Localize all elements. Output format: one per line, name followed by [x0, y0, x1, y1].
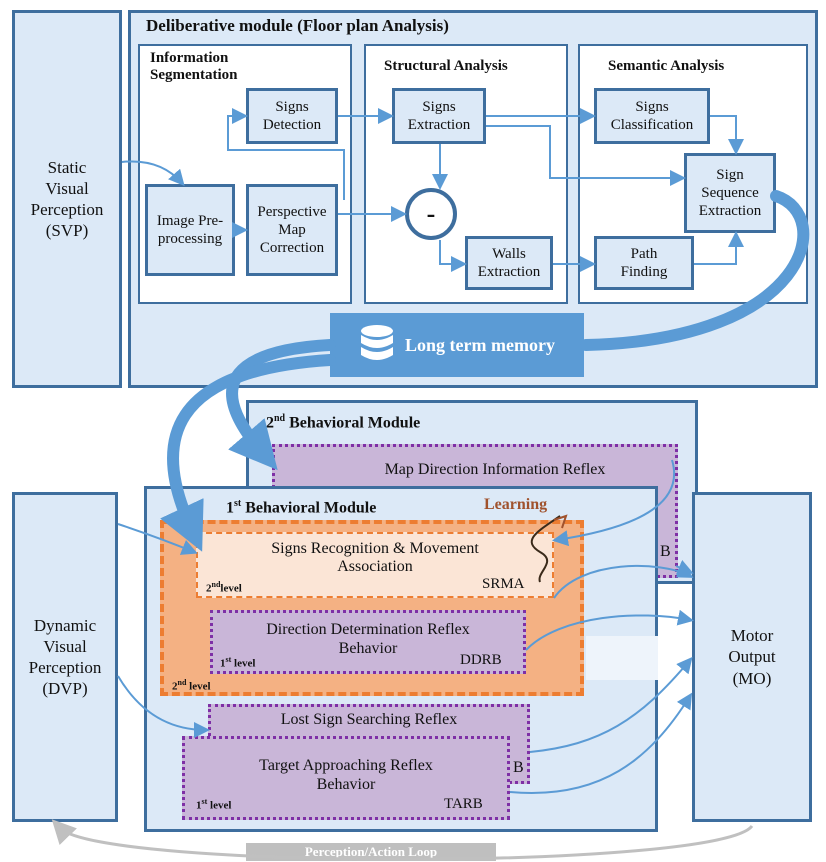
deliberative-title: Deliberative module (Floor plan Analysis… — [146, 16, 449, 35]
signs-detection-node: Signs Detection — [246, 88, 338, 144]
tarb-level-word: level — [207, 799, 232, 812]
structural-title: Structural Analysis — [384, 58, 508, 74]
svp-line3: Perception — [30, 200, 104, 219]
sign-sequence-line2: Sequence — [701, 185, 759, 201]
perception-action-loop-label: Perception/Action Loop — [246, 843, 496, 861]
tarb-level-sup: st — [201, 797, 208, 806]
srma-level-word: level — [220, 582, 242, 595]
semantic-title: Semantic Analysis — [608, 58, 725, 74]
svp-line2: Visual — [45, 178, 89, 198]
svp-line4: (SVP) — [45, 221, 89, 241]
b1-num: 1 — [226, 499, 234, 517]
perspective-line3: Correction — [259, 240, 325, 256]
srma-box — [196, 532, 554, 598]
sign-sequence-line1: Sign — [716, 167, 744, 183]
long-term-memory-label: Long term memory — [405, 334, 555, 355]
behavioral-module-2-title: 2nd Behavioral Module — [266, 413, 420, 432]
sign-sequence-node: Sign Sequence Extraction — [684, 153, 776, 233]
ddrb-level-word: level — [231, 657, 256, 670]
info-seg-title-line1: Information — [150, 50, 229, 66]
tarb-level: 1st level — [196, 797, 231, 812]
database-icon — [361, 325, 394, 360]
svp-line1: Static — [47, 157, 87, 177]
loop-label-text: Perception/Action Loop — [304, 844, 438, 859]
signs-classification-line2: Classification — [610, 117, 694, 133]
map-direction-label: Map Direction Information Reflex — [384, 461, 606, 478]
orange-level-word: level — [186, 680, 211, 693]
perspective-line1: Perspective — [257, 204, 327, 220]
svp-block: Static Visual Perception (SVP) — [12, 10, 122, 388]
dvp-block: Dynamic Visual Perception (DVP) — [12, 492, 118, 822]
motor-line3: (MO) — [732, 668, 772, 688]
minus-operator: - — [405, 188, 457, 240]
image-preprocessing-node: Image Pre- processing — [145, 184, 235, 276]
map-direction-b: B — [660, 543, 671, 560]
srma-text: Signs Recognition & Movement Association — [196, 540, 554, 577]
path-finding-node: Path Finding — [594, 236, 694, 290]
b2-sup: nd — [274, 413, 286, 424]
signs-extraction-node: Signs Extraction — [392, 88, 486, 144]
signs-extraction-line2: Extraction — [407, 117, 471, 133]
tarb-line1: Target Approaching Reflex — [259, 757, 433, 774]
tarb-box — [182, 736, 510, 820]
dvp-line3: Perception — [28, 658, 102, 677]
motor-line1: Motor — [730, 626, 774, 646]
tarb-abbr: TARB — [444, 796, 483, 812]
b1-rest: Behavioral Module — [241, 499, 377, 517]
walls-extraction-node: Walls Extraction — [465, 236, 553, 290]
motor-output-block: Motor Output (MO) — [692, 492, 812, 822]
sign-sequence-line3: Extraction — [698, 203, 762, 219]
long-term-memory: Long term memory — [330, 313, 584, 377]
image-pre-line2: processing — [157, 231, 223, 247]
dvp-line2: Visual — [43, 636, 87, 656]
dvp-line1: Dynamic — [33, 615, 97, 635]
ddrb-level-num: 1 — [220, 657, 226, 670]
ddrb-level: 1st level — [220, 655, 255, 670]
info-seg-title: Information Segmentation — [150, 50, 238, 85]
signs-detection-line2: Detection — [262, 117, 322, 133]
tarb-level-num: 1 — [196, 799, 202, 812]
ddrb-line1: Direction Determination Reflex — [266, 621, 470, 638]
tarb-line2: Behavior — [316, 776, 376, 794]
ddrb-abbr: DDRB — [460, 652, 502, 668]
light-patch — [586, 636, 658, 680]
ddrb-line2: Behavior — [338, 640, 398, 658]
srma-abbr: SRMA — [482, 576, 525, 592]
ddrb-box — [210, 610, 526, 674]
minus-symbol: - — [426, 199, 436, 228]
ddrb-level-sup: st — [225, 655, 232, 664]
learning-label: Learning — [484, 496, 548, 513]
walls-extraction-line2: Extraction — [477, 264, 541, 280]
perspective-correction-node: Perspective Map Correction — [246, 184, 338, 276]
signs-classification-line1: Signs — [635, 99, 669, 115]
info-seg-title-line2: Segmentation — [150, 67, 238, 84]
b2-num: 2 — [266, 414, 274, 432]
signs-classification-node: Signs Classification — [594, 88, 710, 144]
srma-level-sup: nd — [211, 580, 221, 589]
signs-detection-line1: Signs — [275, 99, 309, 115]
behavioral-module-1-title: 1st Behavioral Module — [226, 498, 376, 517]
walls-extraction-line1: Walls — [492, 246, 526, 262]
path-finding-line1: Path — [630, 246, 658, 262]
image-pre-line1: Image Pre- — [156, 213, 224, 229]
srma-line2: Association — [337, 558, 413, 576]
perspective-line2: Map — [278, 222, 306, 238]
tarb-text: Target Approaching Reflex Behavior — [182, 756, 510, 794]
motor-line2: Output — [728, 647, 776, 667]
ddrb-text: Direction Determination Reflex Behavior — [210, 620, 526, 658]
srma-level-num: 2 — [206, 582, 212, 595]
b2-rest: Behavioral Module — [285, 414, 421, 432]
path-finding-line2: Finding — [620, 264, 668, 280]
signs-extraction-line1: Signs — [422, 99, 456, 115]
lost-sign-label: Lost Sign Searching Reflex — [280, 711, 458, 728]
srma-line1: Signs Recognition & Movement — [271, 540, 479, 557]
dvp-line4: (DVP) — [42, 679, 88, 699]
lost-sign-b: B — [513, 759, 524, 776]
orange-level-label: 2nd level — [172, 678, 211, 693]
srma-level: 2ndlevel — [206, 580, 242, 595]
